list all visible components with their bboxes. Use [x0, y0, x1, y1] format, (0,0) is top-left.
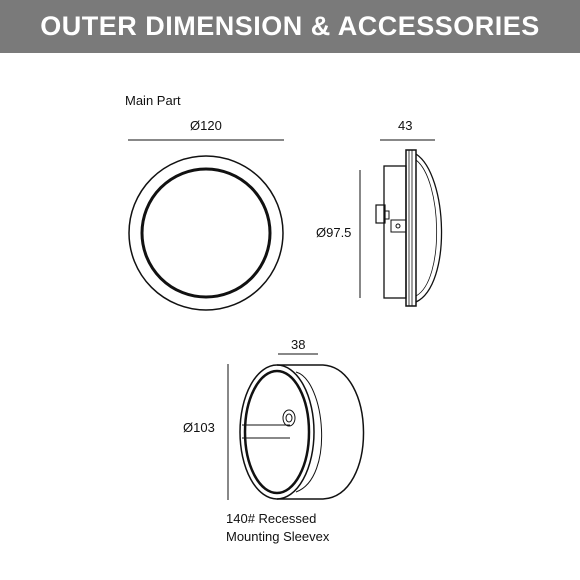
- page-title: OUTER DIMENSION & ACCESSORIES: [40, 11, 540, 41]
- main-part-front-outer-circle: [128, 155, 284, 311]
- sleeve-caption-line2: Mounting Sleevex: [226, 529, 330, 544]
- side-diameter-label: Ø97.5: [316, 225, 352, 240]
- sleeve-diameter-label: Ø103: [183, 420, 215, 435]
- sleeve-caption-line1: 140# Recessed: [226, 511, 317, 526]
- main-part-front-inner-circle: [140, 167, 272, 299]
- main-part-side-view: [375, 149, 443, 307]
- mounting-sleeve: [239, 364, 365, 500]
- sleeve-depth-label: 38: [291, 337, 306, 352]
- side-depth-label: 43: [398, 118, 413, 133]
- header-banner: OUTER DIMENSION & ACCESSORIES: [0, 0, 580, 53]
- main-part-label: Main Part: [125, 93, 181, 108]
- front-diameter-label: Ø120: [190, 118, 222, 133]
